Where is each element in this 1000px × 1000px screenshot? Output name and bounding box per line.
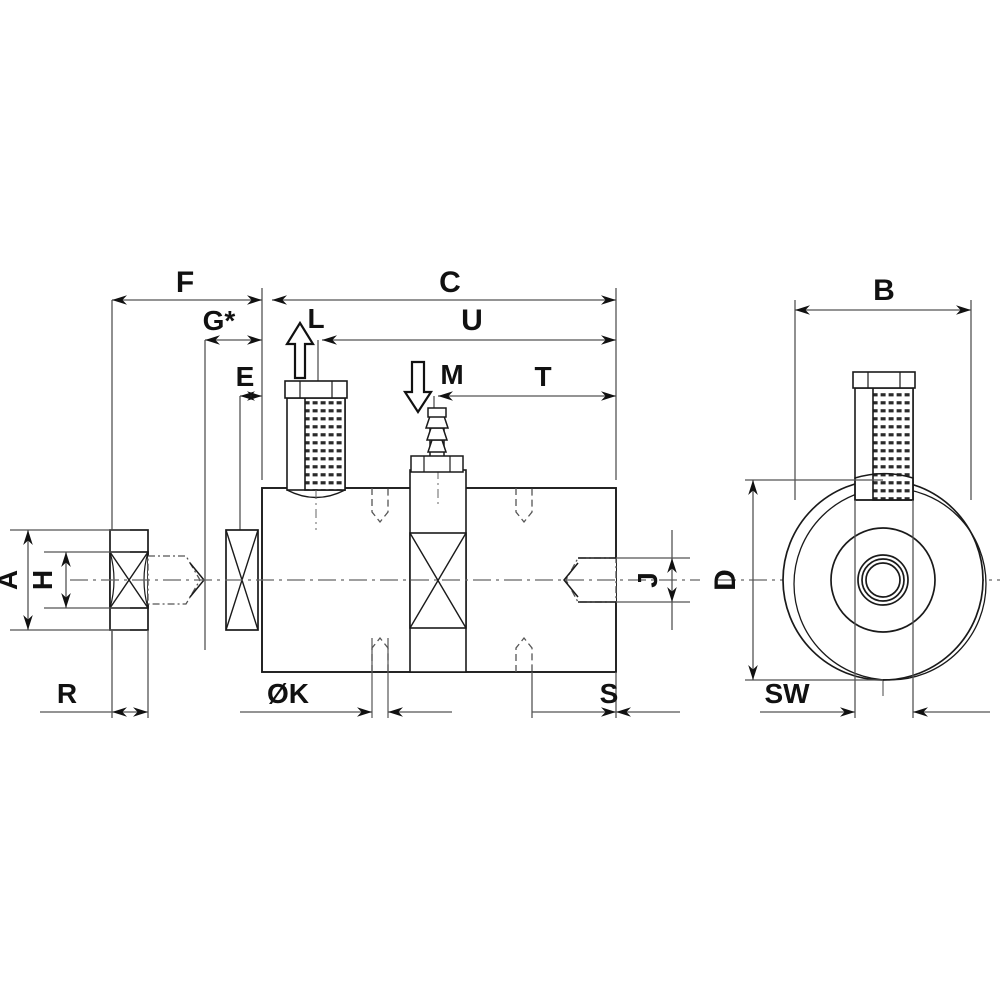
barb-ring-2 xyxy=(425,427,449,441)
dimension-label-R: R xyxy=(57,678,77,709)
end-view-stud xyxy=(852,371,916,501)
dimension-label-H: H xyxy=(27,570,58,590)
dimension-label-group: F G*E CU T L M AH J R ØK S B D SW xyxy=(0,266,895,709)
stud-hex-cap xyxy=(284,380,348,399)
dimension-label-D: D xyxy=(709,569,742,591)
stud-thread-hatch xyxy=(305,398,345,490)
center-boss-cross xyxy=(409,532,467,629)
stud-boss-tangents xyxy=(854,472,914,501)
dimension-label-M: M xyxy=(440,359,463,390)
end-stud-cap xyxy=(852,371,916,389)
bore-circle-inner xyxy=(865,562,901,598)
end-stud-hatch xyxy=(873,388,913,500)
dimension-label-A: A xyxy=(0,570,23,590)
dimension-label-J: J xyxy=(632,572,663,588)
end-face-view xyxy=(782,479,987,681)
barb-tip xyxy=(427,407,447,418)
end-view-tangents xyxy=(854,472,914,501)
port-outlet-arrow-icon xyxy=(402,360,434,415)
dimension-lines-J xyxy=(616,530,690,630)
dimension-label-SW: SW xyxy=(764,678,810,709)
dimension-lines-bottom xyxy=(40,630,680,718)
hidden-hole-top-right xyxy=(515,488,533,524)
hidden-hole-top-left xyxy=(371,488,389,524)
dimension-label-B: B xyxy=(873,274,895,307)
dimension-label-E: E xyxy=(236,361,255,392)
body-internal-block xyxy=(409,469,467,673)
barb-ring-3 xyxy=(424,415,450,429)
dimension-label-S: S xyxy=(600,678,619,709)
hose-barb-fitting xyxy=(410,407,464,473)
right-plug-chevron xyxy=(563,562,579,598)
barb-hex-base xyxy=(410,455,464,473)
dimension-lines-end-view xyxy=(745,300,990,718)
dimension-label-L: L xyxy=(307,303,324,334)
dimension-lines-left xyxy=(10,529,130,631)
right-plug-solid xyxy=(563,557,616,603)
dimension-label-T: T xyxy=(534,361,551,392)
dimension-label-K: ØK xyxy=(267,678,309,709)
dimension-label-F: F xyxy=(176,266,194,299)
drill-extension-lines xyxy=(371,638,389,718)
dimension-label-G: G* xyxy=(203,305,236,336)
barb-ring-1 xyxy=(426,439,448,453)
hex-nut-outer-cross xyxy=(109,551,149,609)
dimension-label-C: C xyxy=(439,266,461,299)
threaded-stud-left xyxy=(284,380,348,530)
port-inlet-arrow-icon xyxy=(285,320,315,380)
dimension-label-U: U xyxy=(461,304,483,337)
hidden-hole-bottom-right xyxy=(515,636,533,672)
dimension-lines-top xyxy=(111,288,617,650)
